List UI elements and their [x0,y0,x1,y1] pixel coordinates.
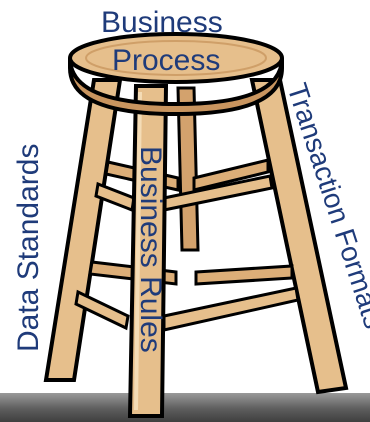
stool-rung-upper-right [192,158,270,192]
stool-left-leg [43,78,123,382]
stool-rung-lower-right [194,264,294,286]
leg-label-data-standards: Data Standards [12,143,45,352]
stool-seat-rim [68,57,284,117]
stool-rung-front-left-lower [74,289,130,331]
seat-label-process: Process [112,44,221,77]
leg-label-business-rules: Business Rules [134,146,167,353]
stool-rung-front-right-lower [162,286,300,332]
seat-label-business: Business [101,6,223,39]
floor-strip [0,393,370,422]
stool-seat-top [68,32,284,84]
